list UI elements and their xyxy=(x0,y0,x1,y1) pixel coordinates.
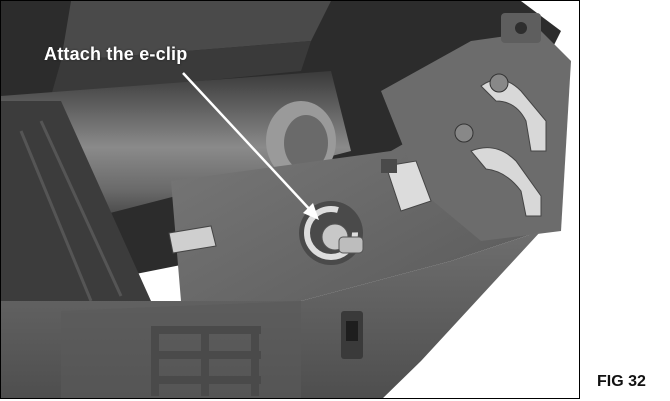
left-rib-panel xyxy=(1,101,151,331)
cover-strip xyxy=(61,1,331,61)
e-clip xyxy=(304,206,358,260)
cover-strip xyxy=(51,41,311,96)
roller-end-inner xyxy=(284,115,328,171)
figure-label: FIG 32 xyxy=(597,373,646,390)
cartridge-photo xyxy=(1,1,579,398)
callout-label: Attach the e-clip xyxy=(44,44,188,64)
photo-frame xyxy=(0,0,580,399)
contact-spring xyxy=(470,147,542,217)
callout-arrow xyxy=(182,72,314,214)
